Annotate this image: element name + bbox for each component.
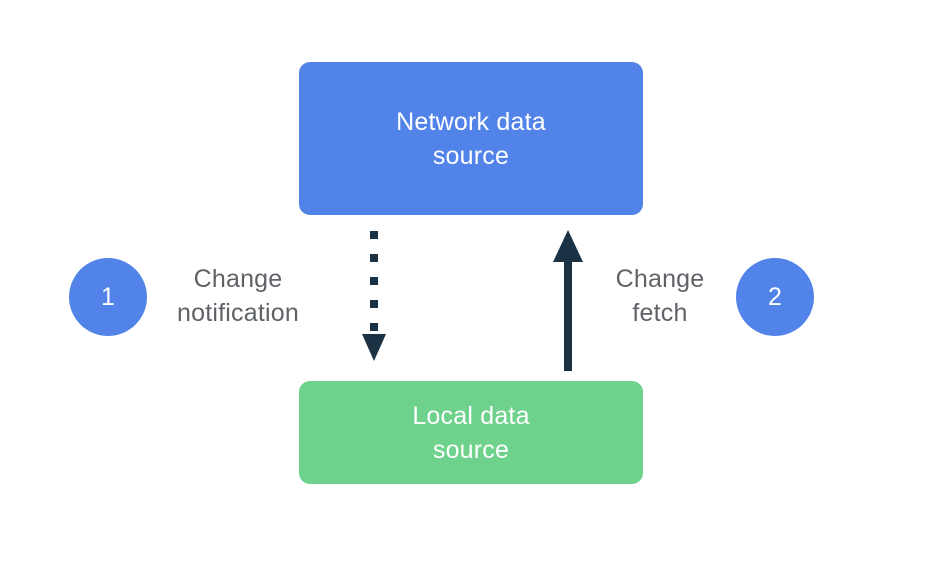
step-badge-2[interactable]: 2 (736, 258, 814, 336)
arrow-change-fetch-up-icon (553, 230, 583, 371)
edge-label-change-fetch: Change fetch (615, 265, 705, 327)
step-badge-2-number: 2 (768, 282, 782, 311)
node-network-data-source-label: Network data source (396, 107, 546, 170)
node-network-data-source[interactable]: Network data source (299, 62, 643, 215)
step-badge-1[interactable]: 1 (69, 258, 147, 336)
edge-label-change-notification: Change notification (177, 265, 299, 327)
step-badge-1-number: 1 (101, 282, 115, 311)
node-local-data-source-label: Local data source (412, 401, 530, 464)
arrow-change-notification-down-icon (362, 231, 386, 361)
node-local-data-source[interactable]: Local data source (299, 381, 643, 484)
